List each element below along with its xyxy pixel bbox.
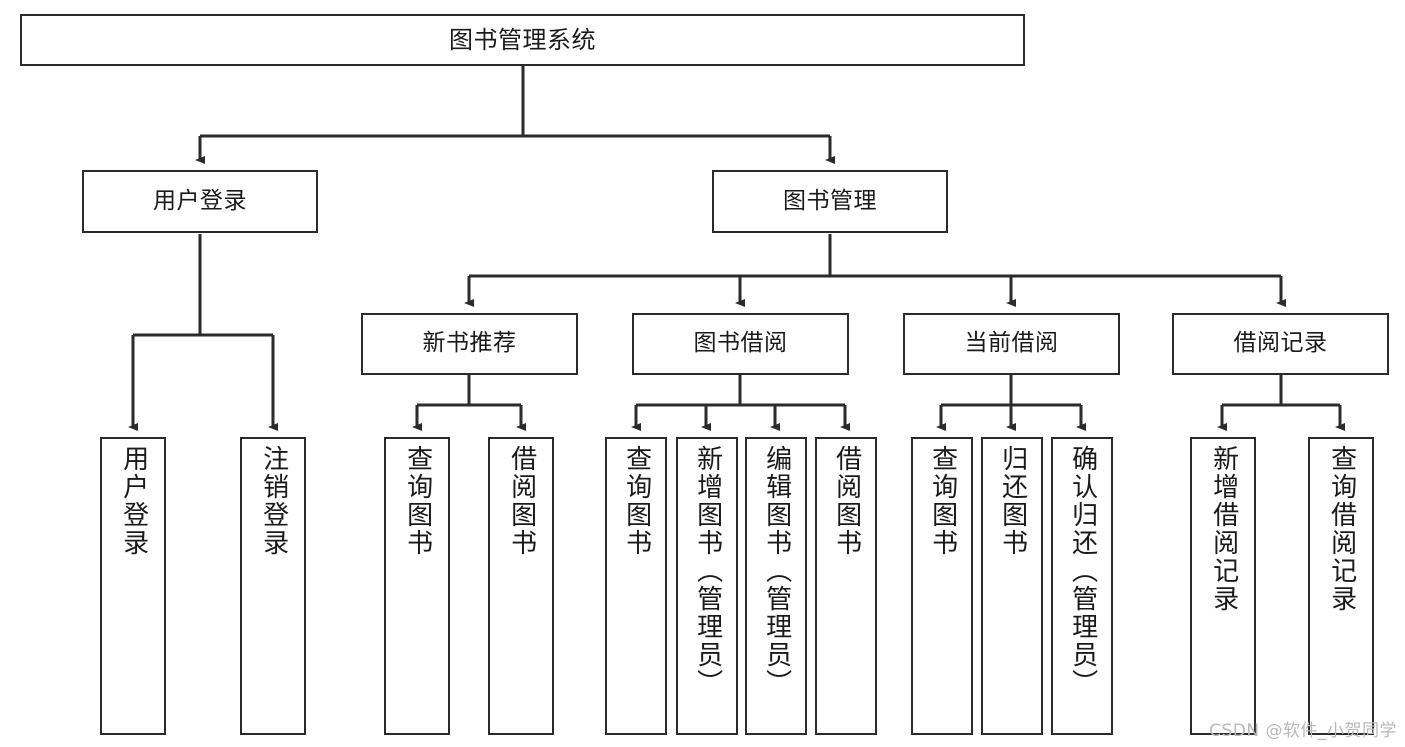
node-leaf-borrow-book-1-label: 借阅图书 [506,445,537,557]
node-current-borrow[interactable]: 当前借阅 [903,313,1120,375]
node-leaf-query-book-3-label: 查询图书 [927,445,958,557]
node-leaf-query-book-1-label: 查询图书 [402,445,433,557]
node-leaf-return-book-label: 归还图书 [997,445,1028,557]
node-leaf-borrow-book-2-label: 借阅图书 [831,445,862,557]
node-leaf-logout[interactable]: 注销登录 [240,437,306,735]
node-book-borrow-label: 图书借阅 [693,330,788,357]
node-root-label: 图书管理系统 [449,25,596,54]
node-leaf-query-book-1[interactable]: 查询图书 [384,437,450,735]
node-borrow-record[interactable]: 借阅记录 [1172,313,1389,375]
node-leaf-query-book-3[interactable]: 查询图书 [911,437,973,735]
node-leaf-logout-label: 注销登录 [258,445,289,557]
node-leaf-query-book-2-label: 查询图书 [621,445,652,557]
node-new-book-rec[interactable]: 新书推荐 [361,313,578,375]
node-leaf-query-book-2[interactable]: 查询图书 [605,437,667,735]
node-leaf-user-login[interactable]: 用户登录 [100,437,166,735]
node-leaf-add-book[interactable]: 新增图书（管理员） [676,437,738,735]
csdn-watermark: CSDN @软件_小贺同学 [1209,721,1397,741]
node-leaf-user-login-label: 用户登录 [118,445,149,557]
node-leaf-add-book-label: 新增图书（管理员） [692,445,723,697]
node-leaf-borrow-book-2[interactable]: 借阅图书 [815,437,877,735]
node-leaf-return-book[interactable]: 归还图书 [981,437,1043,735]
node-current-borrow-label: 当前借阅 [964,330,1059,357]
node-root[interactable]: 图书管理系统 [20,14,1025,66]
node-leaf-query-record-label: 查询借阅记录 [1326,445,1357,613]
node-user-login[interactable]: 用户登录 [82,170,318,233]
node-borrow-record-label: 借阅记录 [1233,330,1328,357]
node-leaf-edit-book-label: 编辑图书（管理员） [761,445,792,697]
node-leaf-borrow-book-1[interactable]: 借阅图书 [488,437,554,735]
node-user-login-label: 用户登录 [153,187,247,214]
node-leaf-add-record[interactable]: 新增借阅记录 [1190,437,1256,735]
node-leaf-query-record[interactable]: 查询借阅记录 [1308,437,1374,735]
node-new-book-rec-label: 新书推荐 [422,330,517,357]
node-book-manage[interactable]: 图书管理 [712,170,948,233]
node-book-borrow[interactable]: 图书借阅 [632,313,849,375]
node-book-manage-label: 图书管理 [783,187,877,214]
node-leaf-edit-book[interactable]: 编辑图书（管理员） [745,437,807,735]
node-leaf-confirm-return[interactable]: 确认归还（管理员） [1051,437,1113,735]
node-leaf-add-record-label: 新增借阅记录 [1208,445,1239,613]
node-leaf-confirm-return-label: 确认归还（管理员） [1067,445,1098,697]
